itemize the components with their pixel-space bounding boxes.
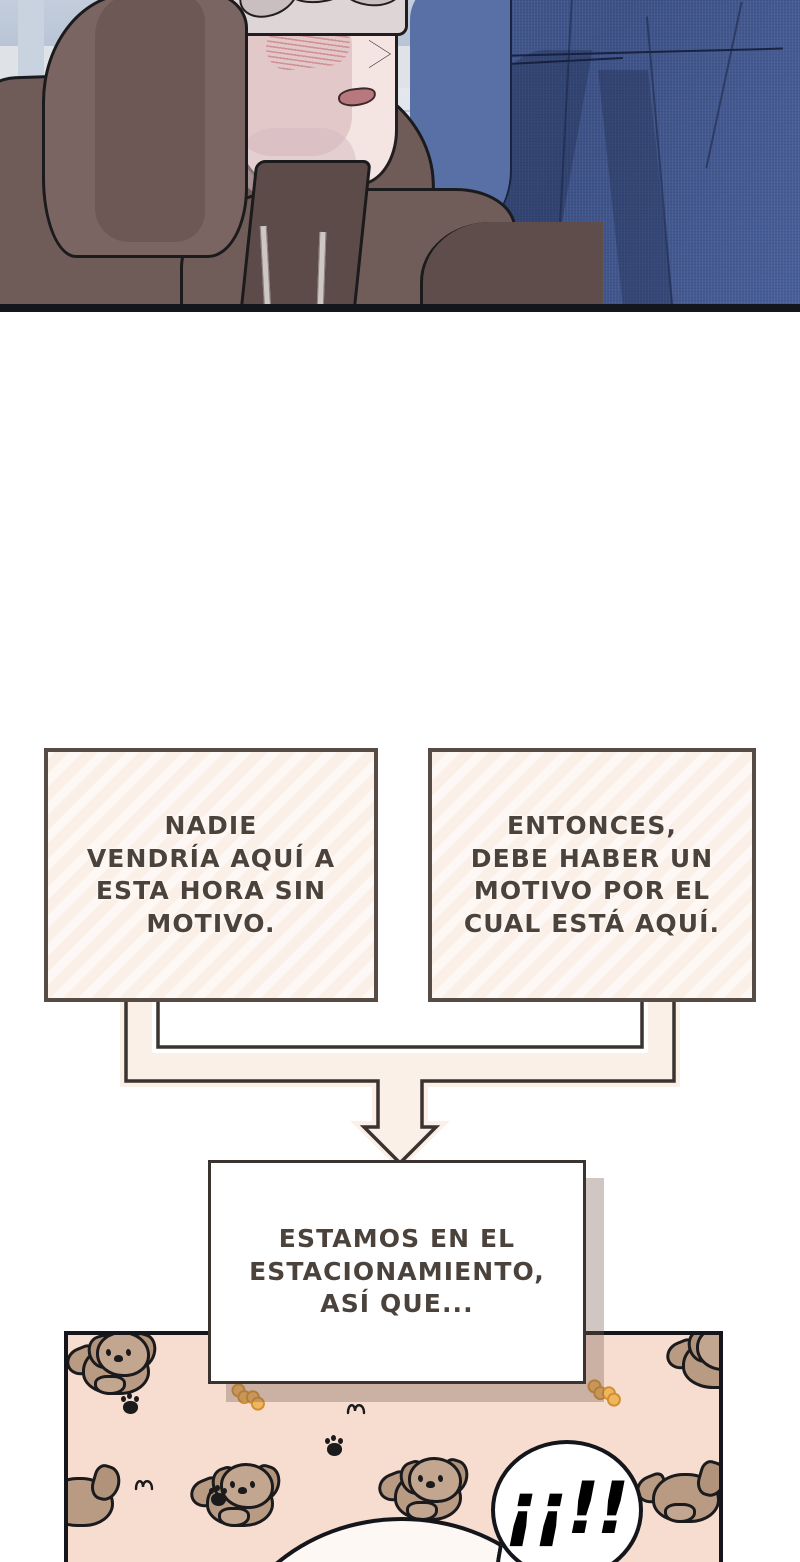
bubble-merge-arrow: [120, 995, 680, 1170]
hoodie-hood-shading: [95, 0, 205, 242]
exclamation-bubble-body: ¡¡!!: [491, 1440, 643, 1562]
arrow-inner-outline: [156, 995, 644, 1049]
paw-toe: [127, 1393, 132, 1399]
paw-toe: [325, 1438, 330, 1444]
puppy-icon: [661, 1335, 719, 1389]
squiggle-icon: [134, 1477, 154, 1491]
puppy-snout: [238, 1487, 247, 1494]
paw-pad: [123, 1401, 138, 1414]
puppy-icon: [373, 1455, 473, 1521]
hoodie-collar: [238, 160, 372, 312]
puppy-head: [96, 1335, 150, 1377]
paw-toe: [134, 1396, 139, 1402]
puppy-paw: [218, 1507, 250, 1527]
arrow-inner-fill: [162, 995, 638, 1043]
hoodie-front-panel: [420, 222, 603, 312]
puppy-head: [408, 1457, 462, 1503]
bubble-3-text: ESTAMOS EN EL ESTACIONAMIENTO, ASÍ QUE..…: [249, 1224, 545, 1319]
speech-bubble-entonces[interactable]: ENTONCES, DEBE HABER UN MOTIVO POR EL CU…: [428, 748, 756, 1002]
squiggle-icon: [346, 1401, 366, 1415]
paw-toe: [222, 1488, 227, 1494]
speech-bubble-estacionamiento[interactable]: ESTAMOS EN EL ESTACIONAMIENTO, ASÍ QUE..…: [208, 1160, 586, 1384]
nose: [368, 40, 390, 68]
panel-top-parking-garage: [0, 0, 800, 312]
puppy-icon: [68, 1461, 125, 1527]
paw-print-icon: [120, 1393, 142, 1415]
bubble-2-text: ENTONCES, DEBE HABER UN MOTIVO POR EL CU…: [463, 811, 721, 938]
exclamation-bubble[interactable]: ¡¡!!: [491, 1440, 643, 1562]
puppy-snout: [114, 1355, 123, 1362]
puppy-paw: [94, 1375, 126, 1395]
puppy-snout: [426, 1481, 435, 1488]
paw-pad: [211, 1493, 226, 1506]
puppy-head: [220, 1463, 274, 1509]
arrow-fill: [120, 995, 680, 1170]
speech-bubble-nadie[interactable]: NADIE VENDRÍA AQUÍ A ESTA HORA SIN MOTIV…: [44, 748, 378, 1002]
paw-toe: [121, 1396, 126, 1402]
panel-bottom-border: [0, 304, 800, 312]
paw-toe: [215, 1485, 220, 1491]
puppy-paw: [664, 1503, 696, 1523]
paw-toe: [331, 1435, 336, 1441]
paw-toe: [209, 1488, 214, 1494]
exclamation-text: ¡¡!!: [499, 1466, 635, 1550]
paw-print-icon: [324, 1435, 346, 1457]
bubble-1-text: NADIE VENDRÍA AQUÍ A ESTA HORA SIN MOTIV…: [86, 811, 336, 938]
paw-pad: [327, 1443, 342, 1456]
paw-toe: [338, 1438, 343, 1444]
puppy-icon: [68, 1335, 161, 1395]
puppy-icon: [631, 1457, 719, 1523]
paw-print-icon: [208, 1485, 230, 1507]
